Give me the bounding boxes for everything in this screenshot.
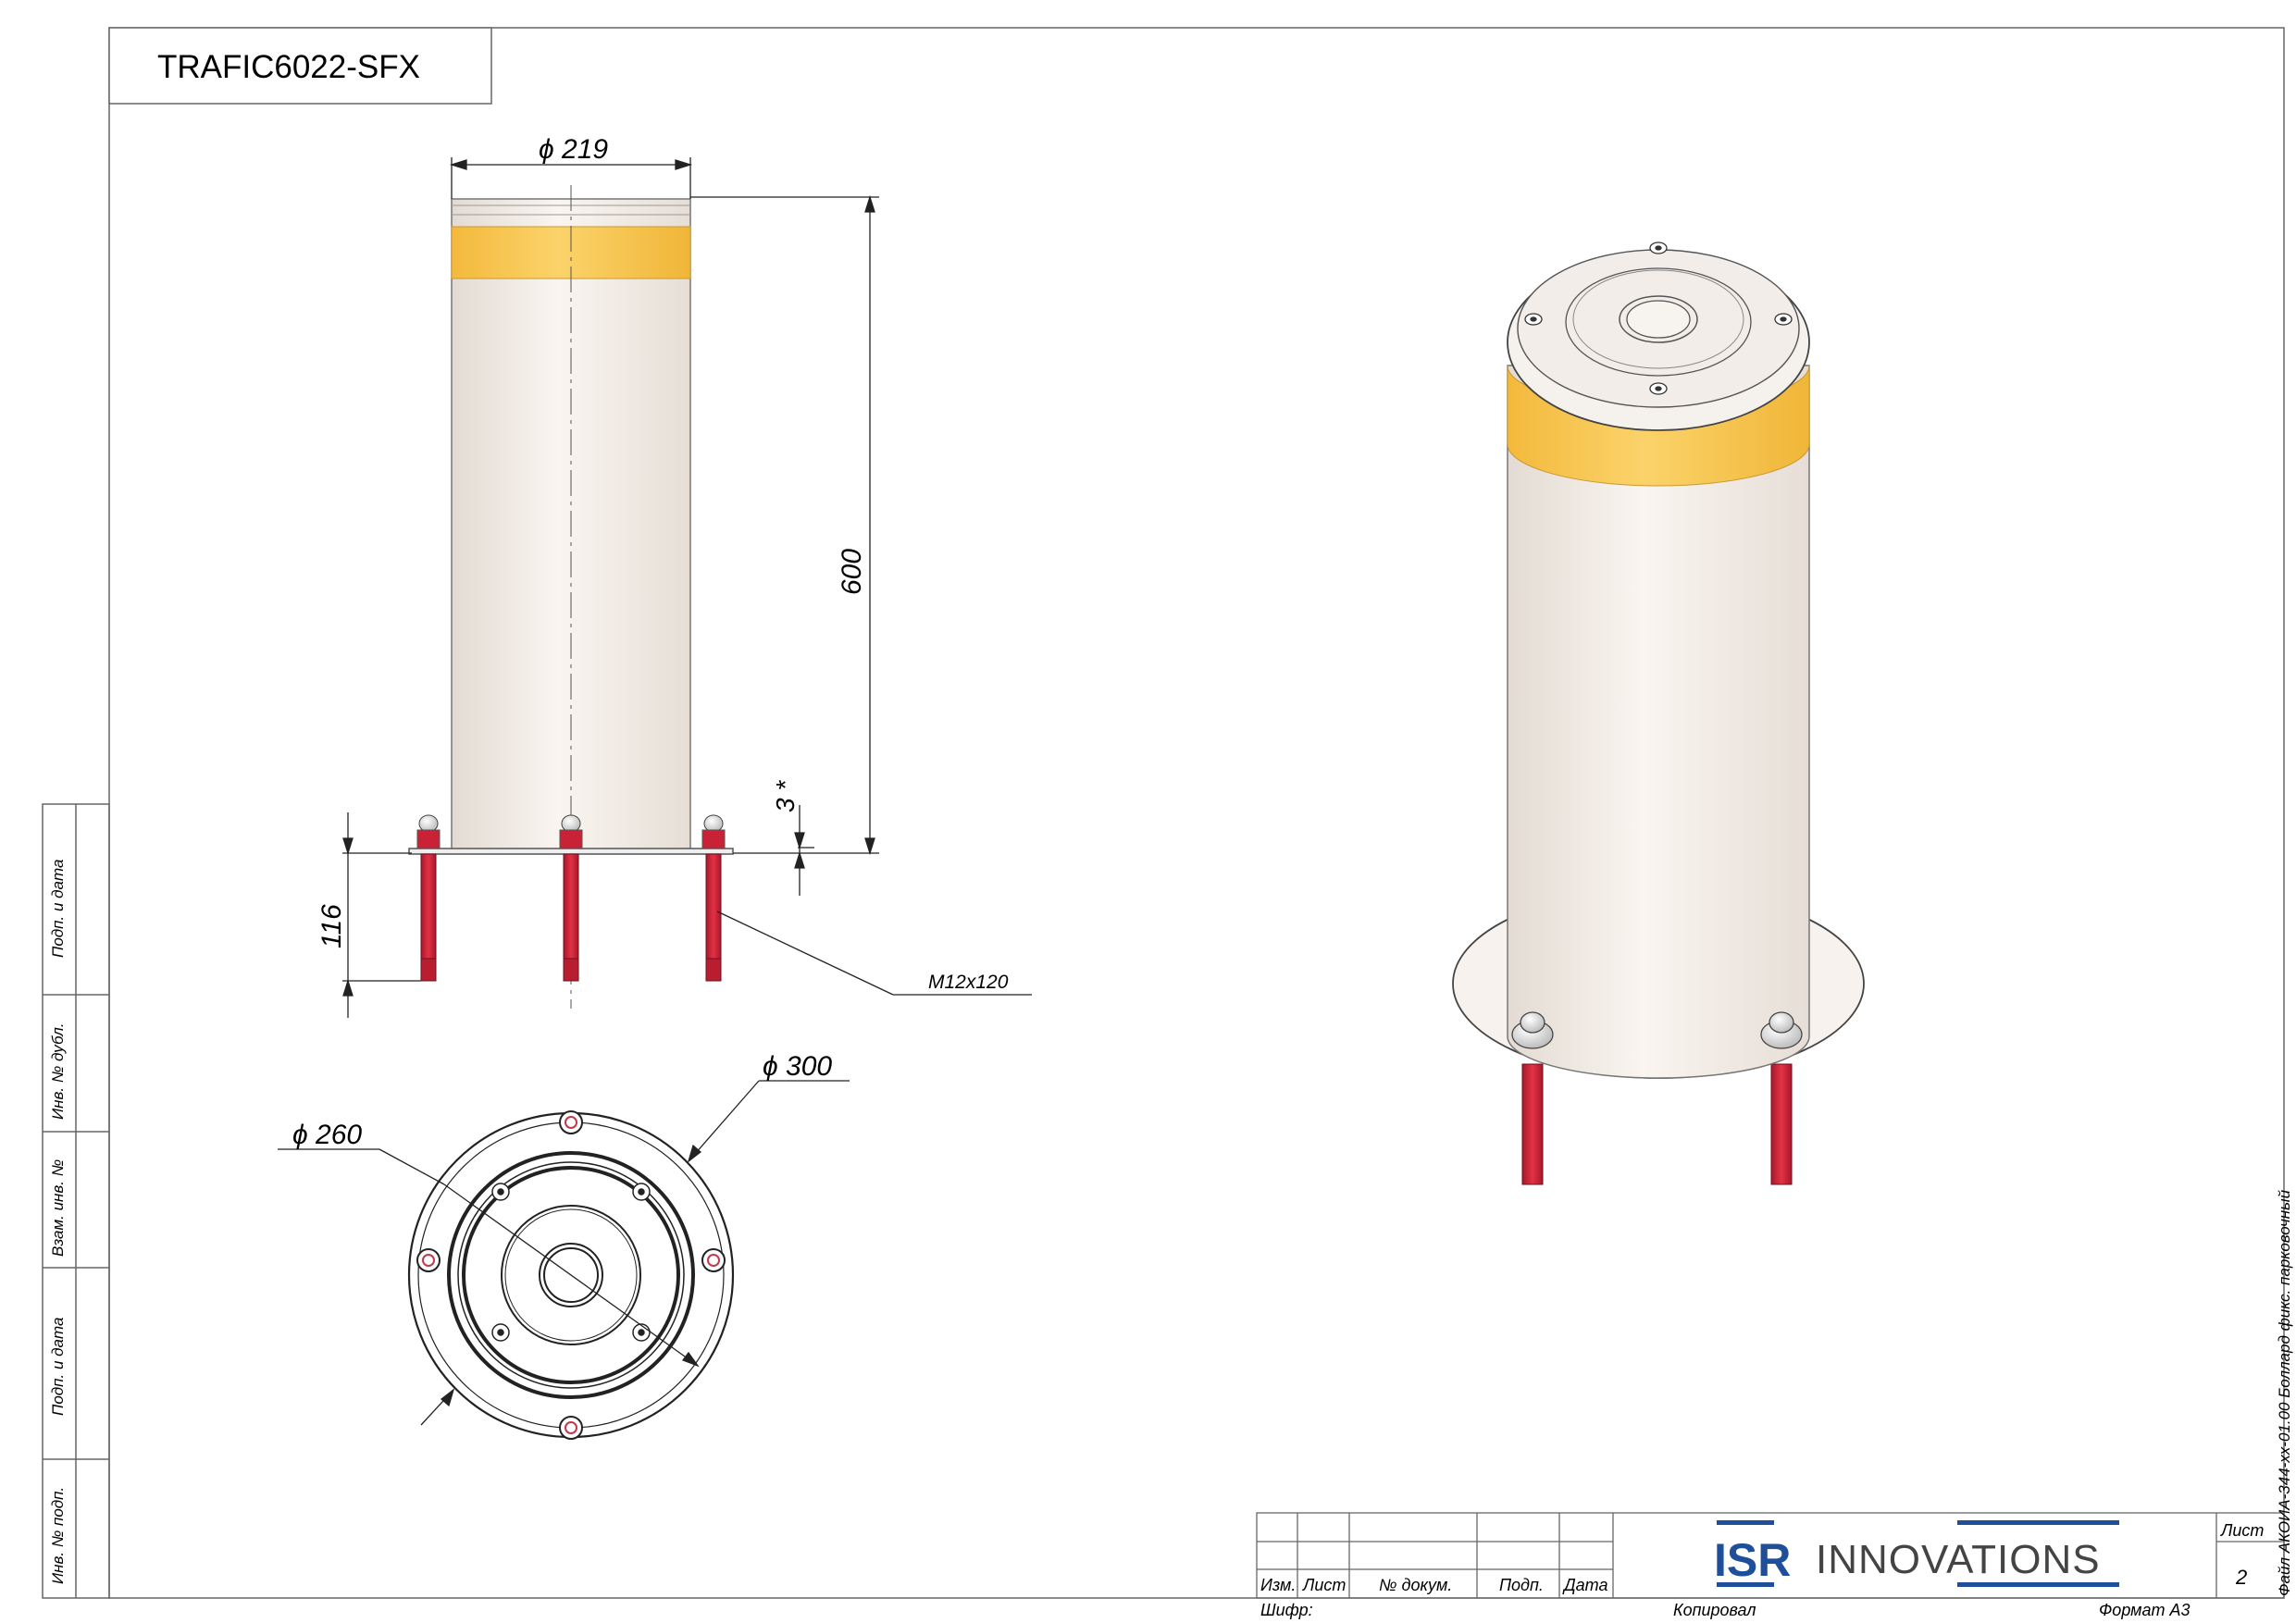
front-view — [408, 185, 734, 1009]
side-stamp — [42, 803, 110, 1599]
col-change: Изм. — [1260, 1576, 1296, 1594]
dim-gap: 3 * — [771, 780, 800, 812]
cipher-label: Шифр: — [1260, 1601, 1313, 1619]
sheet-number: 2 — [2235, 1566, 2247, 1589]
title-block-grid — [1256, 1512, 2285, 1599]
stamp-sign-date-2: Подп. и дата — [49, 1318, 67, 1416]
col-sheet: Лист — [1302, 1576, 1346, 1594]
stamp-replace-inv: Взам. инв. № — [49, 1159, 67, 1257]
dim-anchor-length: 116 — [316, 904, 347, 948]
copied-label: Копировал — [1673, 1601, 1756, 1619]
stamp-sign-date-1: Подп. и дата — [49, 860, 67, 958]
col-date: Дата — [1562, 1576, 1608, 1594]
drawing-title: TRAFIC6022-SFX — [157, 49, 420, 85]
logo-isr: ISR — [1714, 1534, 1791, 1586]
dim-flange-diameter: ϕ 300 — [763, 1051, 832, 1082]
drawing-title-box — [108, 27, 492, 105]
isometric-view — [1452, 242, 1865, 1185]
sheet-label: Лист — [2220, 1521, 2264, 1540]
format-label: Формат А3 — [2099, 1601, 2191, 1619]
file-info: Файл АКОИА-344-хх-01.00 Боллард фикс. па… — [2276, 1189, 2293, 1596]
front-dimension-lines — [342, 157, 1032, 1018]
top-dimension-lines — [278, 1080, 850, 1426]
dim-top-diameter: ϕ 219 — [539, 134, 608, 165]
col-doc-number: № докум. — [1379, 1576, 1452, 1594]
stamp-dup-inv: Инв. № дубл. — [49, 1022, 67, 1120]
dim-anchor-spec: M12x120 — [928, 972, 1009, 993]
anchor-bolt-left — [416, 814, 441, 982]
logo-innovations: INNOVATIONS — [1816, 1537, 2101, 1582]
dim-height: 600 — [837, 549, 867, 595]
isr-logo: ISR INNOVATIONS — [1714, 1520, 2119, 1587]
col-signature: Подп. — [1499, 1576, 1544, 1594]
dim-bolt-circle-diameter: ϕ 260 — [292, 1120, 362, 1150]
anchor-bolt-right — [701, 814, 726, 982]
stamp-orig-inv: Инв. № подп. — [49, 1487, 67, 1584]
anchor-bolt-center — [559, 814, 583, 982]
